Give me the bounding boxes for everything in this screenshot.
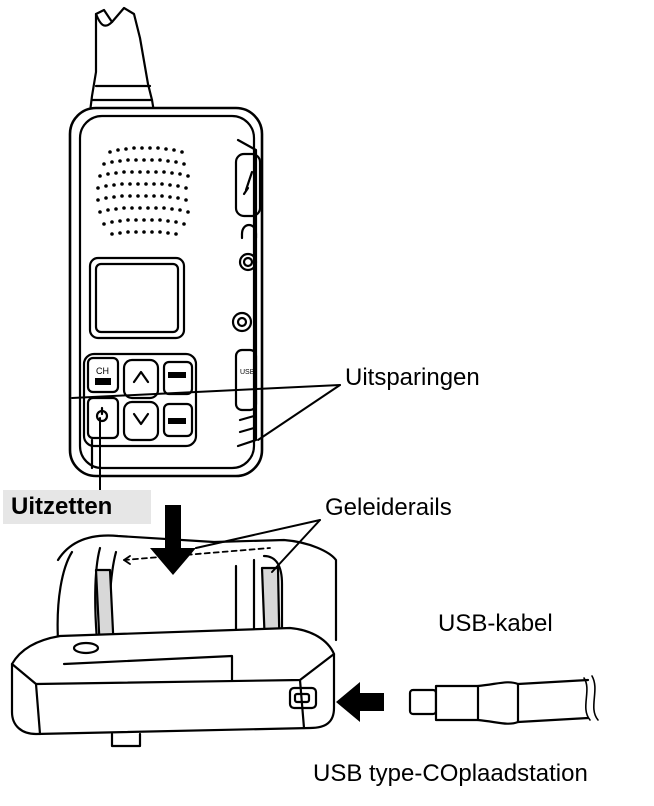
down-key [122, 400, 160, 442]
power-key [86, 396, 120, 440]
label-uitsparingen: Uitsparingen [345, 364, 480, 391]
alignment-dashed-line [123, 547, 271, 561]
label-usb-kabel: USB-kabel [438, 610, 553, 637]
radio: CH [68, 6, 264, 478]
usb-plug-icon [408, 675, 599, 725]
up-arrow-icon [132, 370, 150, 384]
ptt-icon [242, 170, 254, 196]
down-arrow-icon [132, 412, 150, 426]
label-laadstation: USB type-COplaadstation [313, 760, 588, 787]
ch-key [86, 356, 120, 394]
power-knob-icon [238, 252, 258, 272]
callout-geleiderails [195, 519, 321, 573]
display-icon [88, 256, 186, 340]
keypad: CH [82, 352, 198, 448]
antenna-icon [88, 6, 156, 114]
left-arrow-indicator-icon [336, 682, 384, 722]
headset-icon [240, 223, 258, 240]
usb-port-label: USB [240, 369, 255, 376]
power-button-icon [95, 406, 109, 423]
ch-key-label: CH [96, 366, 109, 376]
label-geleiderails: Geleiderails [325, 494, 452, 521]
speaker-grille-icon [96, 146, 190, 236]
ptt-button [234, 152, 262, 218]
label-uitzetten: Uitzetten [3, 490, 151, 524]
callout-uitsparingen [71, 384, 341, 441]
side-selector [231, 311, 253, 333]
usb-port-cover [234, 348, 258, 412]
up-key [122, 358, 160, 400]
charger [10, 534, 338, 748]
